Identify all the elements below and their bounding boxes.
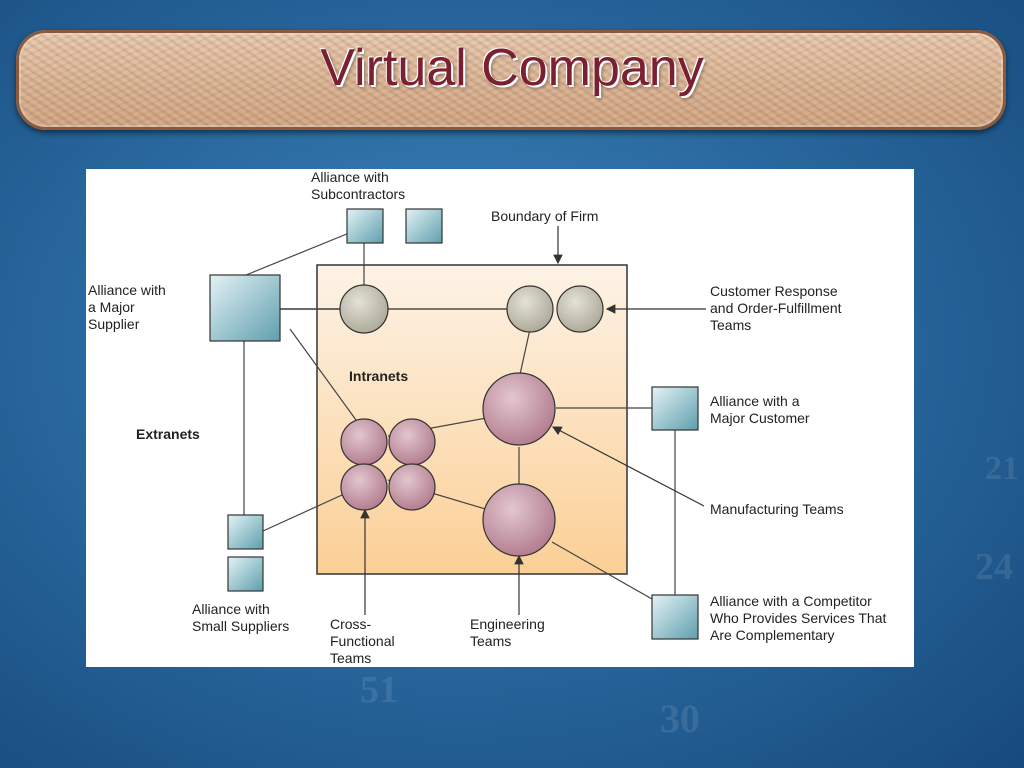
- circle-customer-response-1: [506, 285, 554, 333]
- square-subcontractor-1: [346, 208, 384, 244]
- square-major-supplier: [209, 274, 281, 342]
- background-number: 30: [660, 696, 700, 741]
- circle-cross-functional-3: [340, 463, 388, 511]
- square-small-supplier-1: [227, 514, 264, 550]
- label-boundary-of-firm: Boundary of Firm: [491, 208, 599, 224]
- label-alliance-subcontractors: Alliance with Subcontractors: [311, 169, 406, 202]
- background-number: 51: [360, 669, 398, 711]
- circle-customer-response-2: [556, 285, 604, 333]
- label-customer-response: Customer Response and Order-Fulfillment …: [710, 283, 842, 333]
- square-small-supplier-2: [227, 556, 264, 592]
- label-alliance-major-supplier: Alliance with a Major Supplier: [88, 282, 166, 332]
- label-cross-functional-teams: Cross- Functional Teams: [330, 616, 395, 666]
- background-number: 21: [985, 450, 1019, 487]
- diagram-panel: Alliance with Subcontractors Boundary of…: [86, 169, 914, 667]
- label-engineering-teams: Engineering Teams: [470, 616, 545, 649]
- slide-title: Virtual Company: [320, 39, 704, 97]
- circle-cross-functional-4: [388, 463, 436, 511]
- title-banner: [16, 30, 1006, 130]
- background-number: 24: [975, 546, 1013, 588]
- label-alliance-small-suppliers: Alliance with Small Suppliers: [192, 601, 290, 634]
- label-alliance-competitor: Alliance with a Competitor Who Provides …: [710, 593, 887, 643]
- circle-cross-functional-1: [340, 418, 388, 466]
- label-extranets: Extranets: [136, 426, 200, 442]
- square-major-customer: [651, 386, 699, 431]
- circle-cross-functional-2: [388, 418, 436, 466]
- virtual-company-diagram: [209, 208, 706, 640]
- label-alliance-major-customer: Alliance with a Major Customer: [710, 393, 810, 426]
- circle-subcontractor-node: [339, 284, 389, 334]
- circle-manufacturing: [482, 372, 556, 446]
- label-intranets: Intranets: [349, 368, 409, 384]
- square-subcontractor-2: [405, 208, 443, 244]
- label-manufacturing-teams: Manufacturing Teams: [710, 501, 844, 517]
- square-competitor: [651, 594, 699, 640]
- circle-engineering: [482, 483, 556, 557]
- label-arrows: [360, 226, 706, 615]
